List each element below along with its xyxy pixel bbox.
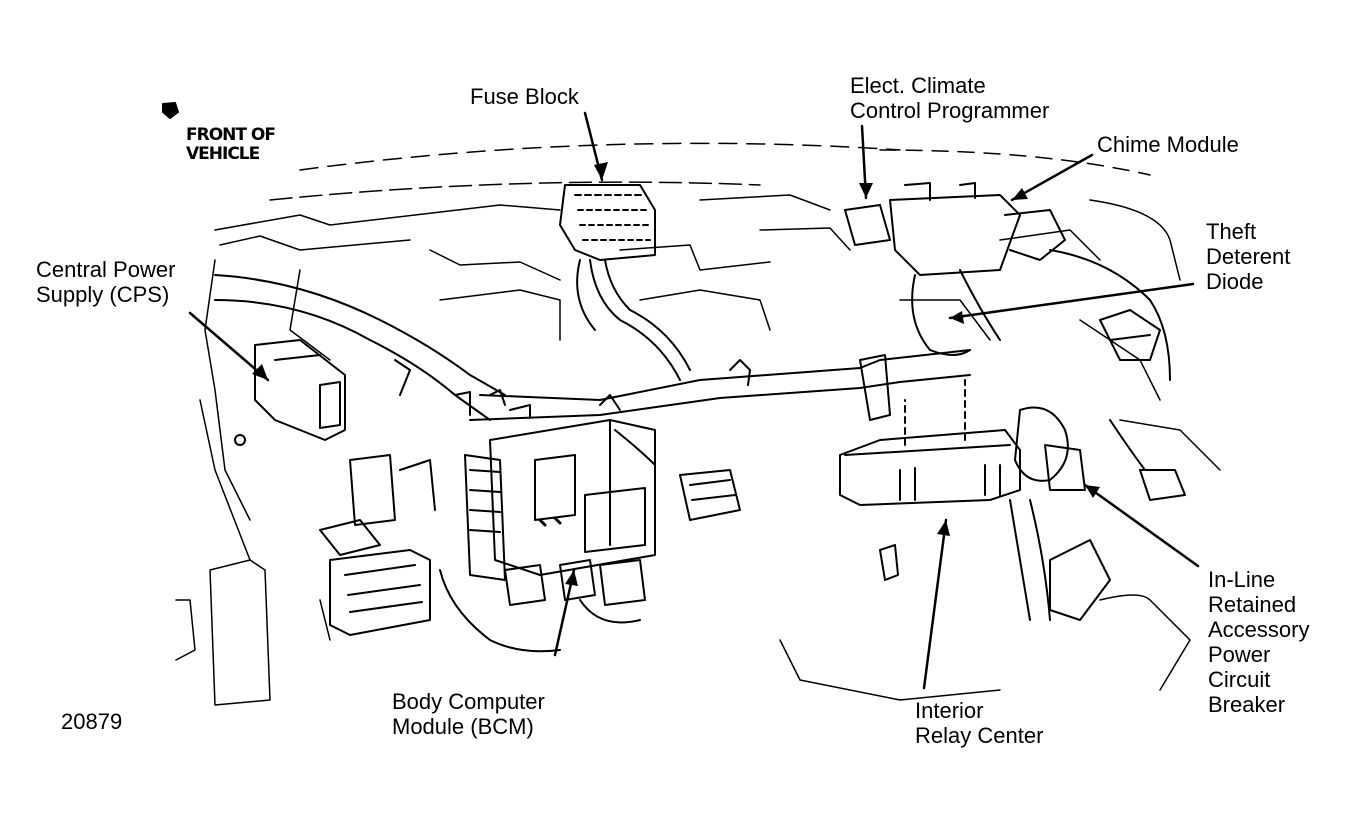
figure-number: 20879 (61, 709, 123, 734)
dash-background (175, 142, 1221, 706)
chime-module-label: Chime Module (1097, 132, 1239, 157)
cps-box (234, 339, 346, 446)
circuit-breaker-label: In-Line Retained Accessory Power Circuit… (1208, 567, 1310, 717)
cps-label: Central Power Supply (CPS) (36, 257, 176, 307)
relay-center-label: Interior Relay Center (915, 698, 1044, 748)
circuit-breaker-area (1009, 406, 1186, 621)
leader-lines (188, 111, 1200, 690)
climate-programmer-label: Elect. Climate Control Programmer (850, 73, 1050, 123)
theft-diode-label: Theft Deterent Diode (1206, 219, 1291, 294)
front-of-vehicle-label: FRONT OF VEHICLE (186, 125, 276, 164)
climate-chime-cluster (844, 182, 1171, 381)
left-connector-pack (319, 454, 436, 636)
bcm-label: Body Computer Module (BCM) (392, 689, 545, 739)
bcm-module (439, 419, 656, 653)
crossbar-beam (214, 274, 971, 421)
fuse-block-label: Fuse Block (470, 84, 579, 109)
arrow-heads (252, 162, 1100, 586)
fuse-block-connector (559, 184, 691, 381)
front-direction-marker (162, 102, 179, 119)
relay-center (839, 379, 1021, 581)
center-connector (679, 469, 741, 521)
